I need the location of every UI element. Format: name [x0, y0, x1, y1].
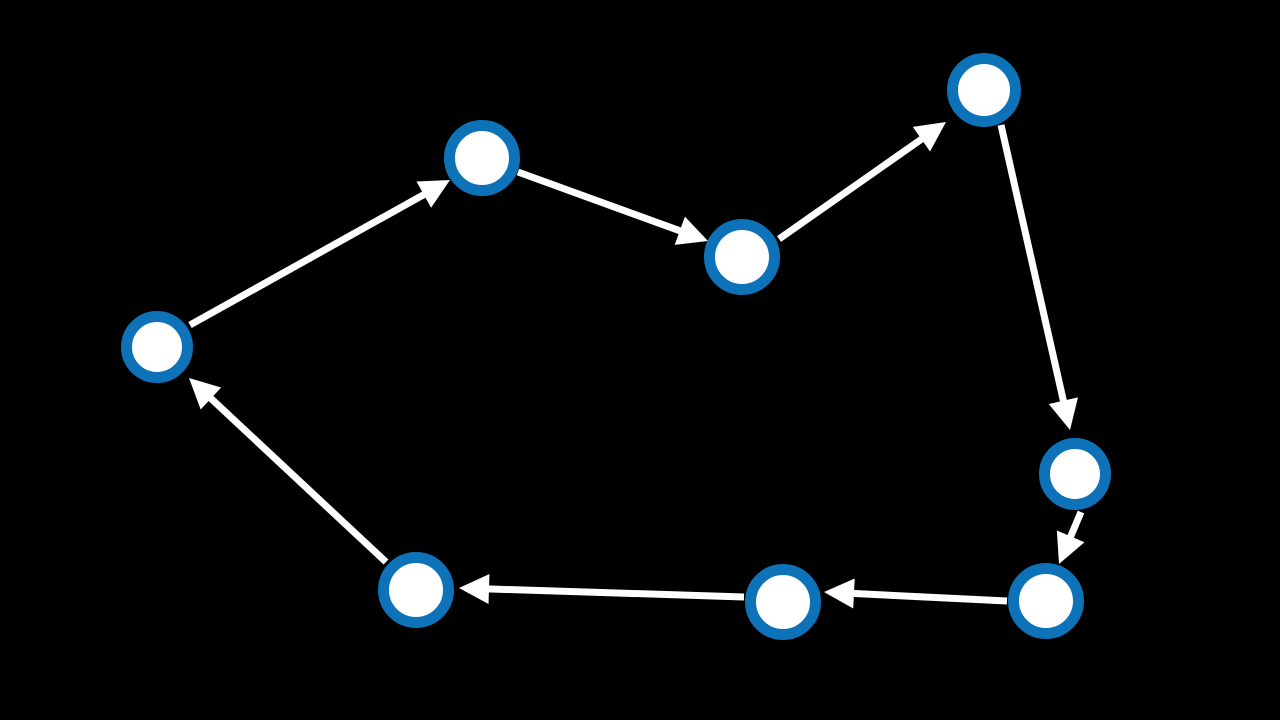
edge-arrowhead-icon — [824, 578, 855, 609]
graph-edge[interactable] — [516, 168, 708, 245]
graph-node[interactable] — [444, 120, 520, 196]
edge-arrowhead-icon — [1056, 530, 1085, 564]
graph-edge[interactable] — [997, 124, 1079, 430]
edge-arrowhead-icon — [912, 122, 946, 152]
node-ring — [444, 120, 520, 196]
edge-layer — [188, 122, 1085, 609]
graph-node[interactable] — [1008, 563, 1084, 639]
node-ring — [947, 53, 1021, 127]
node-ring — [121, 311, 193, 383]
edge-line — [997, 124, 1068, 404]
node-ring — [1039, 438, 1111, 510]
edge-line — [188, 190, 428, 329]
graph-edge[interactable] — [824, 578, 1008, 609]
graph-edge[interactable] — [459, 573, 745, 604]
graph-node[interactable] — [704, 219, 780, 295]
edge-arrowhead-icon — [189, 378, 222, 410]
node-ring — [704, 219, 780, 295]
graph-edge[interactable] — [188, 180, 450, 329]
edge-line — [1066, 510, 1085, 540]
edge-arrowhead-icon — [416, 180, 450, 208]
edge-line — [776, 135, 926, 242]
edge-line — [486, 585, 745, 601]
graph-edge[interactable] — [189, 378, 389, 565]
edge-line — [851, 589, 1008, 605]
edge-arrowhead-icon — [674, 216, 708, 245]
graph-edge[interactable] — [1056, 510, 1085, 564]
edge-arrowhead-icon — [459, 573, 490, 604]
graph-node[interactable] — [378, 552, 454, 628]
graph-node[interactable] — [121, 311, 193, 383]
graph-edge[interactable] — [776, 122, 946, 242]
graph-node[interactable] — [1039, 438, 1111, 510]
node-layer — [121, 53, 1111, 640]
graph-node[interactable] — [947, 53, 1021, 127]
edge-arrowhead-icon — [1048, 397, 1079, 430]
edge-line — [207, 394, 389, 565]
node-ring — [378, 552, 454, 628]
node-ring — [1008, 563, 1084, 639]
node-ring — [745, 564, 821, 640]
edge-line — [516, 168, 683, 235]
graph-node[interactable] — [745, 564, 821, 640]
